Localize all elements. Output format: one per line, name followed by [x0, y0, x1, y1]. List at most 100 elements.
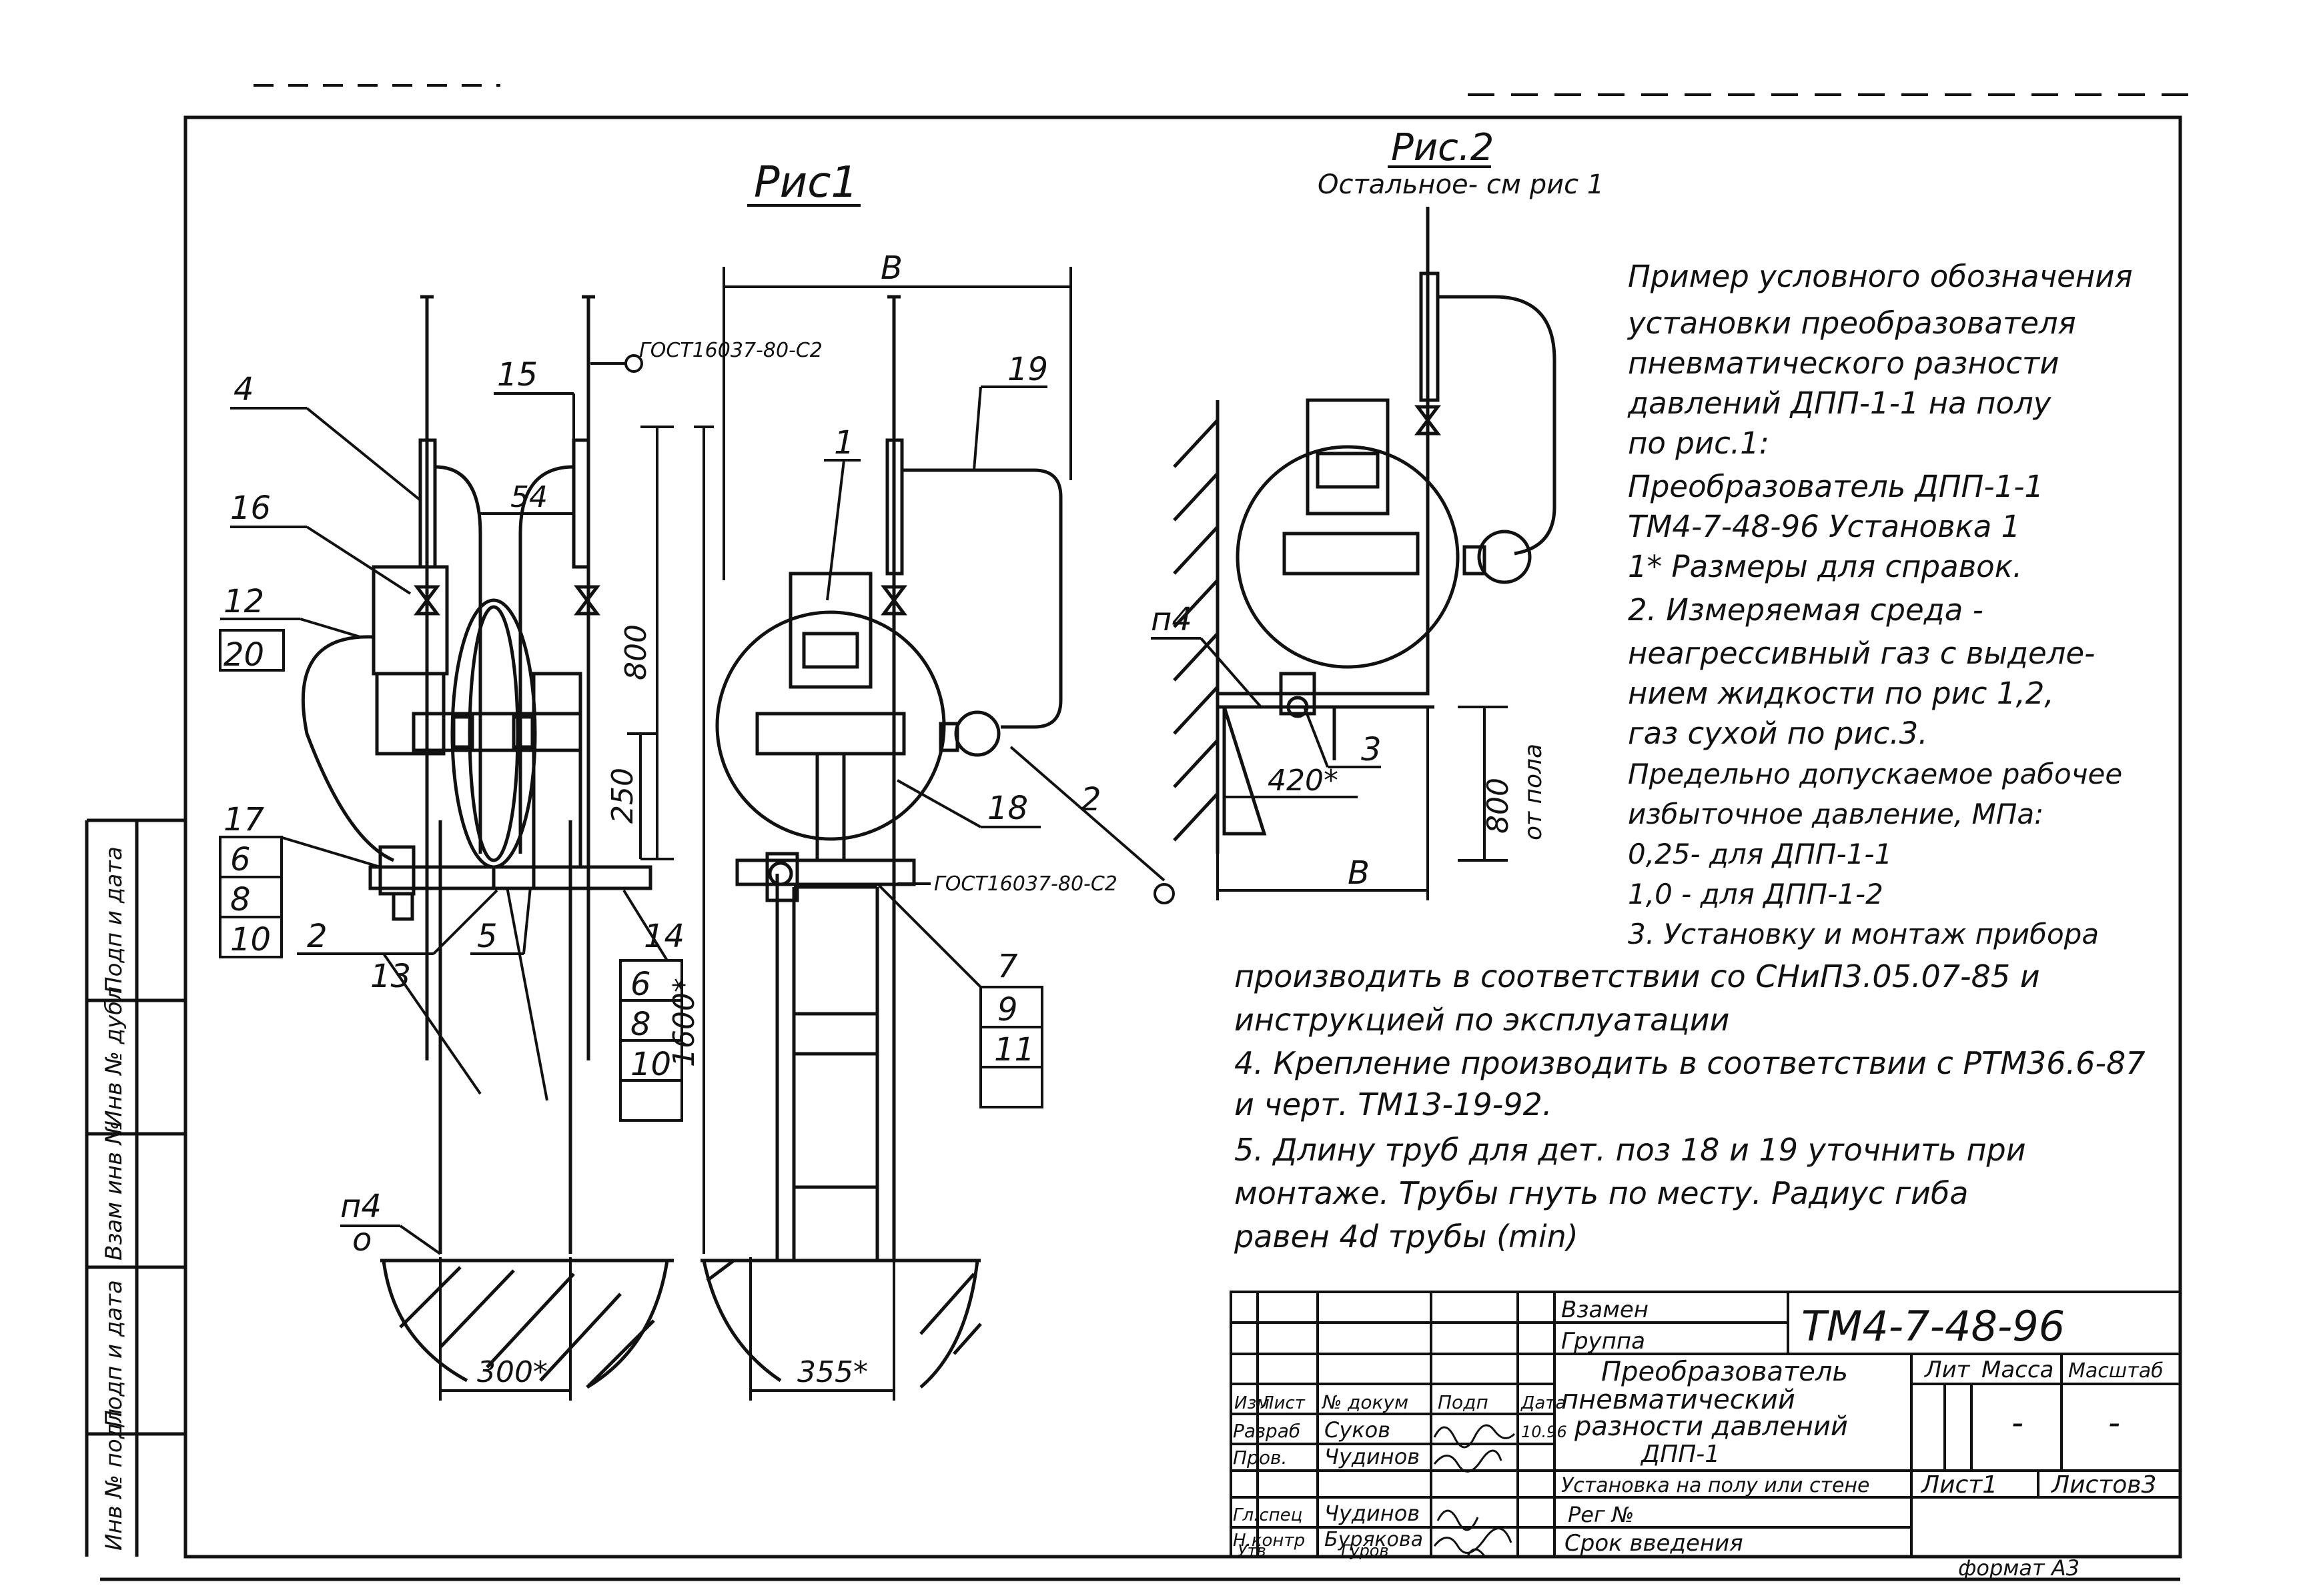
dim-800-note: от пола	[1520, 744, 1547, 840]
role: Разраб	[1233, 1420, 1300, 1442]
hdr-list: Лист	[1260, 1393, 1306, 1413]
doc-title: ДПП-1	[1640, 1441, 1720, 1468]
callout-17: 17	[223, 801, 265, 838]
note-line: пневматического разности	[1628, 345, 2059, 381]
callout-2: 2	[307, 918, 328, 955]
figure-2: Рис.2 Остальное- см рис 1	[1151, 126, 1604, 900]
dim-300: 300*	[477, 1355, 548, 1389]
dim-54: 54	[510, 480, 548, 514]
name: Чудинов	[1324, 1444, 1420, 1469]
side-stamp-cell: Подп и дата	[101, 846, 127, 994]
doc-code: ТМ4-7-48-96	[1801, 1302, 2065, 1351]
note-line: и черт. ТМ13-19-92.	[1234, 1086, 1552, 1122]
side-stamp-cell: Инв № подл	[101, 1409, 127, 1551]
note-line: 3. Установку и монтаж прибора	[1628, 918, 2099, 950]
callout-10: 10	[230, 921, 271, 958]
sheet-count: Листов3	[2050, 1471, 2156, 1499]
sheet-frame	[85, 84, 2202, 1581]
dim-800-from-floor: 800	[1481, 778, 1515, 834]
masshtab-label: Масштаб	[2068, 1359, 2164, 1383]
callout-14: 14	[644, 918, 684, 955]
note-line: 1* Размеры для справок.	[1628, 549, 2022, 584]
side-stamp-cell: Подп и дата	[101, 1280, 127, 1427]
doc-subtitle: Установка на полу или стене	[1561, 1474, 1870, 1497]
callout-2: 2	[1081, 781, 1101, 818]
hdr-izm: Изм	[1234, 1393, 1270, 1413]
figure-1-front: B 355* 1 19 18 7 9 11 2 ГОСТ16037-80-С2	[701, 249, 1175, 1401]
dim-250: 250	[606, 768, 640, 824]
gost-mark-mid: ГОСТ16037-80-С2	[934, 872, 1117, 896]
callout-4: 4	[234, 371, 254, 408]
note-line: Преобразователь ДПП-1-1	[1628, 469, 2043, 504]
note-line: ТМ4-7-48-96 Установка 1	[1628, 509, 2020, 544]
note-line: давлений ДПП-1-1 на полу	[1627, 385, 2052, 421]
callout-20: 20	[223, 636, 264, 674]
note-line: по рис.1:	[1628, 426, 1769, 461]
dim-1600: 1600*	[667, 978, 701, 1067]
massa-value: -	[2011, 1403, 2023, 1442]
note-line: равен 4d трубы (min)	[1234, 1219, 1578, 1255]
callout-1: 1	[834, 424, 855, 462]
fig1-title: Рис1	[754, 158, 858, 207]
note-line: 5. Длину труб для дет. поз 18 и 19 уточн…	[1234, 1132, 2026, 1168]
role: Гл.спец	[1233, 1505, 1302, 1525]
gruppa-label: Группа	[1561, 1328, 1645, 1355]
sheet-number: Лист1	[1920, 1471, 1997, 1499]
circle-mark: о	[352, 1221, 372, 1259]
note-line: 2. Измеряемая среда -	[1628, 592, 1983, 628]
callout-8: 8	[230, 881, 251, 918]
doc-title: пневматический	[1561, 1385, 1795, 1415]
callout-7: 7	[997, 948, 1018, 985]
callout-8: 8	[630, 1006, 651, 1043]
masshtab-value: -	[2108, 1403, 2120, 1442]
dim-B: B	[881, 249, 903, 287]
note-line: 0,25- для ДПП-1-1	[1628, 838, 1892, 870]
format-label: формат А3	[1958, 1555, 2080, 1581]
note-line: монтаже. Трубы гнуть по месту. Радиус ги…	[1234, 1175, 1969, 1211]
doc-title: разности давлений	[1574, 1411, 1848, 1442]
side-stamp-cell: Инв № дубл	[101, 986, 127, 1127]
weld-mark-n4: п4	[340, 1188, 382, 1225]
callout-15: 15	[497, 356, 538, 393]
note-line: производить в соответствии со СНиП3.05.0…	[1234, 958, 2040, 994]
role: Н.контр	[1233, 1531, 1305, 1551]
note-line: неагрессивный газ с выделе-	[1628, 636, 2095, 671]
callout-5: 5	[477, 918, 498, 955]
name: Чудинов	[1324, 1501, 1420, 1526]
note-line: Пример условного обозначения	[1628, 259, 2133, 294]
hdr-doc: № докум	[1321, 1391, 1408, 1413]
dim-B: B	[1348, 854, 1370, 892]
reg-label: Рег №	[1568, 1502, 1634, 1527]
doc-title: Преобразователь	[1601, 1357, 1848, 1387]
name: Суков	[1324, 1417, 1390, 1443]
side-stamp-cell: Взам инв №	[101, 1121, 127, 1261]
callout-18: 18	[987, 790, 1028, 827]
role: Утв	[1238, 1541, 1266, 1560]
massa-label: Масса	[1981, 1357, 2053, 1383]
dim-355: 355*	[797, 1355, 868, 1389]
note-line: инструкцией по эксплуатации	[1234, 1002, 1729, 1038]
date: 10.96	[1521, 1423, 1567, 1441]
lit-label: Лит	[1923, 1357, 1971, 1383]
dim-800: 800	[619, 624, 653, 680]
note-line: 1,0 - для ДПП-1-2	[1628, 878, 1883, 910]
figure-1: Рис1	[219, 158, 861, 1401]
name: Бурякова	[1324, 1528, 1423, 1551]
callout-13: 13	[370, 958, 411, 995]
fig1-callouts: 4 16 12 20 17 6 8 10 2 13 5 14 6 8 10 15…	[223, 356, 684, 1259]
callout-6: 6	[230, 841, 251, 878]
role: Пров.	[1233, 1447, 1287, 1469]
hdr-data: Дата	[1520, 1393, 1566, 1413]
callout-19: 19	[1007, 351, 1048, 388]
callout-3: 3	[1361, 731, 1382, 768]
name: Гуров	[1341, 1541, 1389, 1560]
note-line: установки преобразователя	[1627, 305, 2076, 341]
dim-420: 420*	[1268, 764, 1338, 798]
weld-symbol-icon	[624, 354, 643, 373]
notes: Пример условного обозначения установки п…	[1234, 259, 2146, 1255]
note-line: 4. Крепление производить в соответствии …	[1234, 1045, 2146, 1081]
callout-6: 6	[630, 966, 651, 1003]
callout-16: 16	[230, 490, 271, 527]
signatures	[1433, 1424, 1516, 1557]
